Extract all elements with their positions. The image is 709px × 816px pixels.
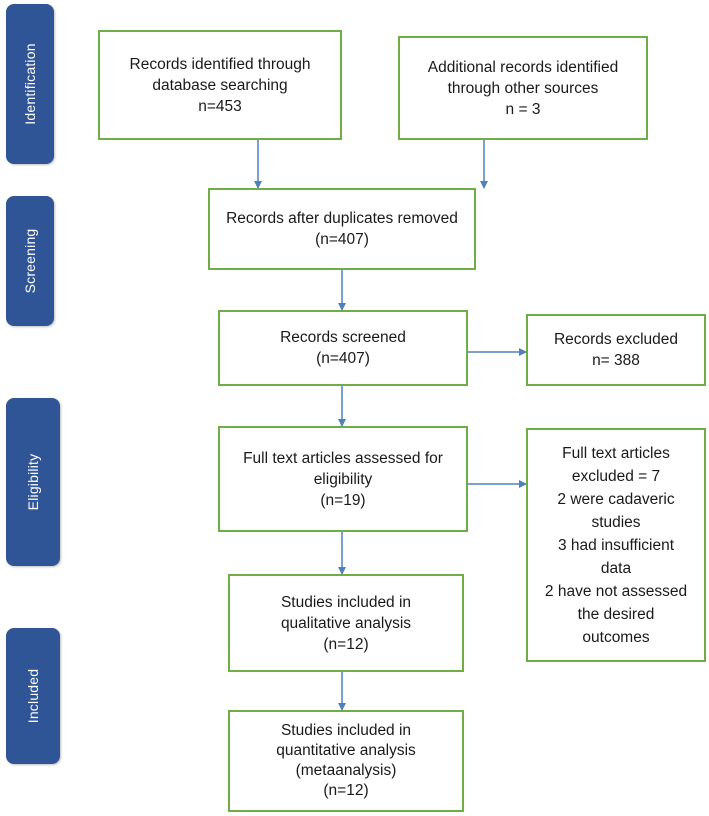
box-after-duplicates: Records after duplicates removed (n=407)	[208, 188, 476, 270]
box-after-duplicates-text: Records after duplicates removed (n=407)	[226, 210, 458, 248]
box-other-records: Additional records identified through ot…	[398, 36, 648, 140]
box-database-records: Records identified through database sear…	[98, 30, 342, 140]
box-database-records-text: Records identified through database sear…	[129, 55, 311, 115]
box-records-excluded-text: Records excluded n= 388	[553, 331, 679, 369]
phase-eligibility: Eligibility	[6, 398, 60, 566]
box-qualitative: Studies included in qualitative analysis…	[228, 574, 464, 672]
box-full-text-assessed: Full text articles assessed for eligibil…	[218, 426, 468, 532]
box-other-records-text: Additional records identified through ot…	[427, 58, 619, 118]
box-qualitative-text: Studies included in qualitative analysis…	[280, 593, 412, 653]
phase-included: Included	[6, 628, 60, 764]
box-records-excluded: Records excluded n= 388	[526, 314, 706, 386]
box-records-screened: Records screened (n=407)	[218, 310, 468, 386]
box-full-text-assessed-text: Full text articles assessed for eligibil…	[243, 449, 443, 509]
box-full-text-excluded-text: Full text articles excluded = 7 2 were c…	[544, 444, 688, 646]
box-quantitative: Studies included in quantitative analysi…	[228, 710, 464, 812]
phase-screening: Screening	[6, 196, 54, 326]
phase-identification: Identification	[6, 4, 54, 164]
box-full-text-excluded: Full text articles excluded = 7 2 were c…	[526, 428, 706, 662]
box-quantitative-text: Studies included in quantitative analysi…	[276, 722, 416, 799]
box-records-screened-text: Records screened (n=407)	[280, 329, 406, 367]
